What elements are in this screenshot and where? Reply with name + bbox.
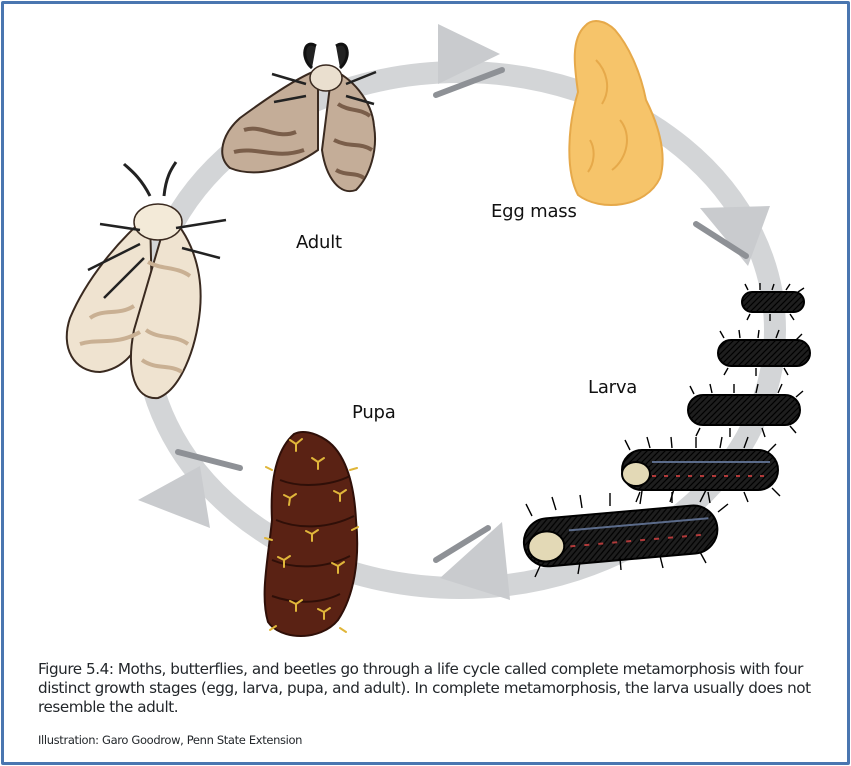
figure-caption: Figure 5.4: Moths, butterflies, and beet…: [38, 660, 828, 717]
adult-male-moth-icon: [222, 44, 376, 191]
label-adult: Adult: [296, 232, 342, 253]
pupa-icon: [265, 432, 358, 636]
illustration-credit: Illustration: Garo Goodrow, Penn State E…: [38, 733, 302, 747]
egg-mass-icon: [569, 21, 662, 205]
label-larva: Larva: [588, 377, 637, 398]
label-pupa: Pupa: [352, 402, 396, 423]
label-egg-mass: Egg mass: [491, 201, 577, 222]
